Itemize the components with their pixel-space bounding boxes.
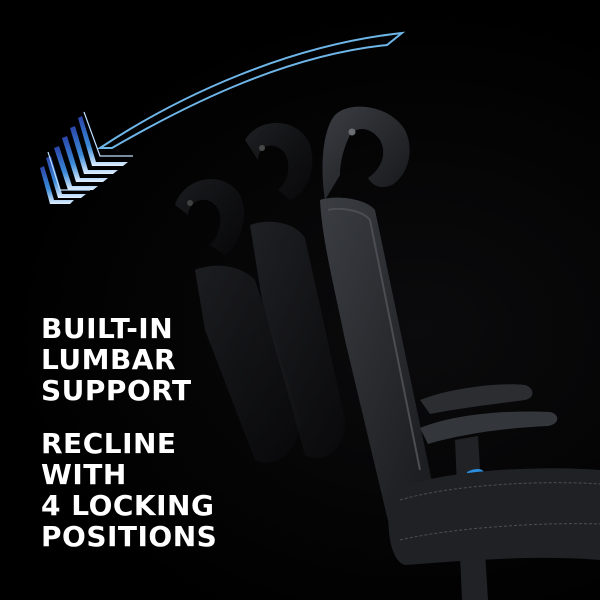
feature-text-line: BUILT-IN — [41, 312, 174, 345]
feature-lumbar-support: BUILT-IN LUMBAR SUPPORT — [41, 313, 192, 406]
feature-text-line: RECLINE — [41, 427, 177, 460]
feature-text-line: LUMBAR — [41, 343, 177, 376]
feature-text-line: 4 LOCKING — [41, 489, 215, 522]
recline-arrow-icon — [40, 31, 406, 204]
chair-position-2-ghost — [245, 122, 345, 459]
feature-text-line: POSITIONS — [41, 520, 218, 553]
feature-text-line: WITH — [41, 458, 127, 491]
feature-text-line: SUPPORT — [41, 374, 192, 407]
feature-recline-positions: RECLINE WITH 4 LOCKING POSITIONS — [41, 428, 217, 552]
chair-upright — [320, 106, 600, 600]
chair-position-3-ghost — [175, 178, 300, 463]
